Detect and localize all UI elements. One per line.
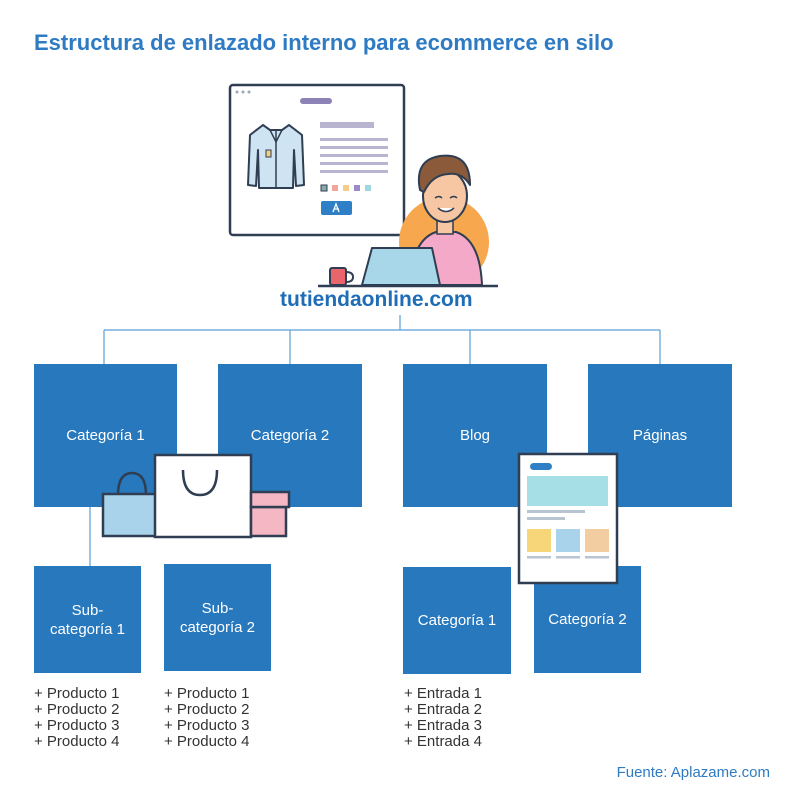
category-1-box: Categoría 1 [34,364,177,507]
tree-connectors [89,315,661,566]
list-item: + Producto 4 [164,733,250,750]
subcategory-1-box: Sub- categoría 1 [34,566,141,673]
subcategory-2-box: Sub- categoría 2 [164,564,271,671]
category-2-label: Categoría 2 [250,427,330,444]
category-1-label: Categoría 1 [66,427,145,444]
blog-category-1-label: Categoría 1 [417,612,497,629]
subcategory-1-product-list: + Producto 1 + Producto 2 + Producto 3 +… [34,686,119,750]
list-item: + Entrada 2 [404,701,482,718]
subcategory-2-label-line2: categoría 2 [179,618,256,636]
list-item: + Producto 3 [164,717,250,734]
pages-label: Páginas [632,427,688,444]
blog-label: Blog [459,427,491,444]
subcategory-2-label-line1: Sub- [201,599,234,617]
subcategory-1-label-line2: categoría 1 [49,620,126,638]
source-credit: Fuente: Aplazame.com [616,764,770,781]
page-title: Estructura de enlazado interno para ecom… [34,30,614,55]
gift-box-icon [249,490,291,538]
blog-entry-list: + Entrada 1 + Entrada 2 + Entrada 3 + En… [404,686,482,750]
list-item: + Producto 2 [164,701,250,718]
site-name: tutiendaonline.com [280,288,473,311]
list-item: + Producto 1 [164,685,250,702]
list-item: + Producto 2 [34,701,120,718]
list-item: + Entrada 3 [404,717,482,734]
blog-category-1-box: Categoría 1 [403,567,511,674]
mug-icon [329,267,355,286]
blog-document-icon [517,452,619,585]
browser-window-icon [228,83,406,237]
list-item: + Producto 4 [34,733,120,750]
shirt-icon [247,124,305,189]
list-item: + Entrada 4 [404,733,482,750]
list-item: + Producto 1 [34,685,120,702]
subcategory-2-product-list: + Producto 1 + Producto 2 + Producto 3 +… [164,686,249,750]
list-item: + Entrada 1 [404,685,482,702]
shopping-bags-icon [101,453,253,539]
list-item: + Producto 3 [34,717,120,734]
subcategory-1-label-line1: Sub- [71,601,104,619]
person-with-laptop-icon [318,154,498,288]
blog-category-2-label: Categoría 2 [548,611,627,628]
